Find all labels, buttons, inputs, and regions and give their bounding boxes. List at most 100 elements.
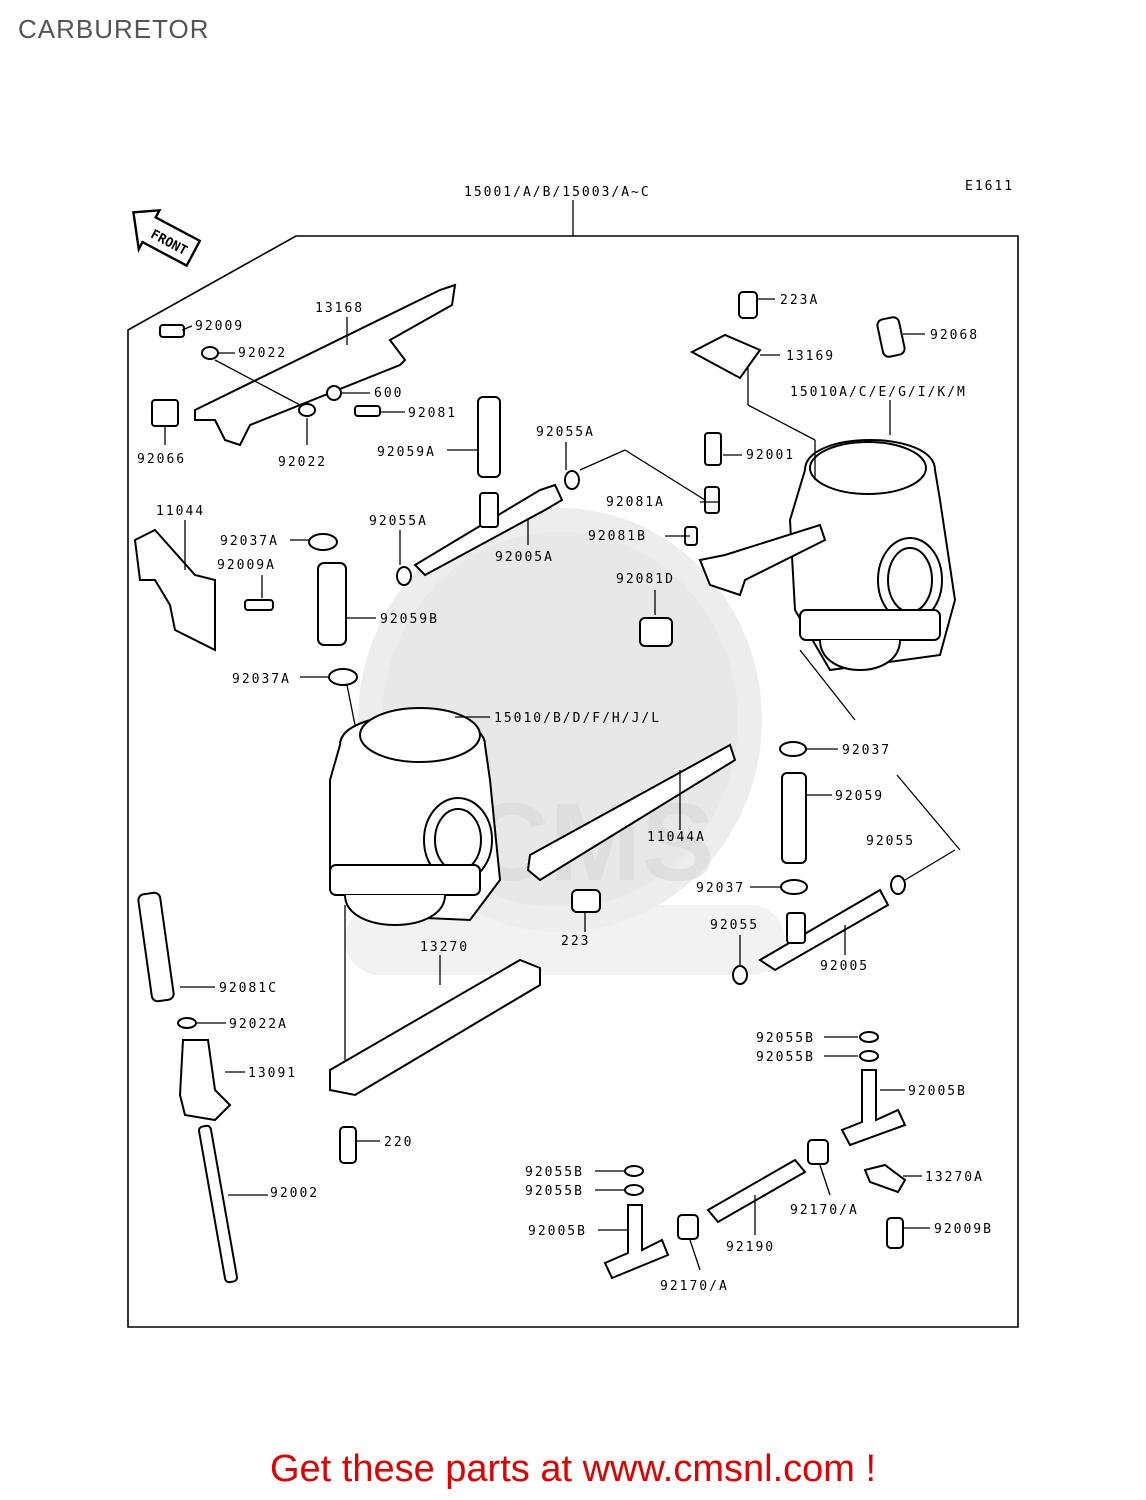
part-labels: 15001/A/B/15003/A~C 223A 92068 13169 150…	[137, 185, 993, 1294]
label-92005: 92005	[820, 959, 869, 974]
lever-shaft	[698, 523, 827, 597]
front-arrow: FRONT	[132, 208, 202, 268]
label-92037A-a: 92037A	[220, 534, 279, 549]
clamp-92170A-b	[677, 1214, 699, 1240]
washer-92022A	[177, 1017, 197, 1029]
label-92170A-b: 92170/A	[660, 1279, 729, 1294]
link-11044A	[526, 743, 737, 882]
washer-92022-a	[201, 346, 219, 360]
diagram-frame	[127, 235, 1019, 1328]
label-92055B-c: 92055B	[525, 1165, 584, 1180]
footer-link[interactable]: Get these parts at www.cmsnl.com !	[269, 1448, 877, 1490]
label-92009: 92009	[195, 319, 244, 334]
oring-92055B-a	[859, 1031, 879, 1043]
label-92059: 92059	[835, 789, 884, 804]
tube-92059B	[317, 562, 347, 646]
label-92022-b: 92022	[278, 455, 327, 470]
label-13168: 13168	[315, 301, 364, 316]
diagram-code: E1611	[965, 179, 1014, 194]
spring-92081A	[704, 486, 720, 514]
label-600: 600	[374, 386, 403, 401]
label-223: 223	[561, 934, 590, 949]
clip-92037-a	[779, 741, 807, 757]
label-13270: 13270	[420, 940, 469, 955]
label-92081C: 92081C	[219, 981, 278, 996]
label-92022-a: 92022	[238, 346, 287, 361]
clip-92066	[151, 399, 179, 427]
cam-13169	[689, 333, 762, 380]
label-92037-a: 92037	[842, 743, 891, 758]
bolt-92009	[159, 324, 185, 338]
cap-92068	[876, 316, 906, 358]
label-13091: 13091	[248, 1066, 297, 1081]
label-15010B: 15010/B/D/F/H/J/L	[494, 711, 661, 726]
plate-13270	[329, 958, 541, 1097]
clamp-92170A-a	[807, 1139, 829, 1165]
label-92002: 92002	[270, 1186, 319, 1201]
tube-92059	[781, 772, 807, 864]
rod-92002	[198, 1124, 238, 1284]
label-11044: 11044	[156, 504, 205, 519]
fitting-92005A	[413, 483, 564, 577]
screw-220	[339, 1126, 357, 1164]
tube-92059A	[477, 396, 501, 478]
plate-13270A	[863, 1163, 907, 1194]
clip-92037-b	[780, 879, 808, 895]
label-92001: 92001	[746, 448, 795, 463]
screw-92001	[704, 432, 722, 466]
fitting-92005	[758, 888, 890, 972]
label-92005B-b: 92005B	[528, 1224, 587, 1239]
oring-92055A-b	[396, 566, 412, 586]
screw-13091	[178, 1039, 232, 1122]
clip-92037A-a	[308, 533, 338, 551]
label-223A: 223A	[780, 293, 819, 308]
label-92055A-b: 92055A	[369, 514, 428, 529]
spring-92081D	[639, 617, 673, 647]
bracket-13168	[194, 283, 457, 447]
label-11044A: 11044A	[647, 830, 706, 845]
label-92055B-b: 92055B	[756, 1050, 815, 1065]
fitting-92005B-a	[840, 1069, 907, 1147]
label-92009A: 92009A	[217, 558, 276, 573]
screw-92009B	[886, 1217, 904, 1249]
label-92055-a: 92055	[866, 834, 915, 849]
label-92066: 92066	[137, 452, 186, 467]
label-13169: 13169	[786, 349, 835, 364]
carburetor-right	[788, 439, 957, 672]
label-92009B: 92009B	[934, 1222, 993, 1237]
oring-92055B-b	[859, 1050, 879, 1062]
label-92059A: 92059A	[377, 445, 436, 460]
spring-92081	[354, 405, 381, 417]
washer-92022-b	[298, 403, 316, 417]
fitting-92005B-b	[603, 1204, 670, 1280]
label-92005B-a: 92005B	[908, 1084, 967, 1099]
label-92081: 92081	[408, 406, 457, 421]
label-92022A: 92022A	[229, 1017, 288, 1032]
carburetor-left	[329, 707, 502, 926]
clip-92037A-b	[328, 668, 358, 686]
link-11044	[133, 528, 216, 652]
label-92170A-a: 92170/A	[790, 1203, 859, 1218]
label-15001: 15001/A/B/15003/A~C	[464, 185, 651, 200]
oring-92055B-d	[624, 1184, 644, 1196]
label-15010A: 15010A/C/E/G/I/K/M	[790, 385, 967, 400]
label-92037A-b: 92037A	[232, 672, 291, 687]
leader-lines	[164, 298, 961, 1271]
label-92081A: 92081A	[606, 495, 665, 510]
screw-92009A	[244, 599, 274, 611]
label-92055-b: 92055	[710, 918, 759, 933]
label-13270A: 13270A	[925, 1170, 984, 1185]
screw-223	[571, 889, 601, 913]
ball-600	[326, 385, 342, 401]
oring-92055-b	[732, 965, 748, 985]
label-92005A: 92005A	[495, 550, 554, 565]
screw-223A	[738, 291, 758, 319]
label-92190: 92190	[726, 1240, 775, 1255]
label-92059B: 92059B	[380, 612, 439, 627]
label-92055B-d: 92055B	[525, 1184, 584, 1199]
spring-92081C	[137, 891, 175, 1003]
label-92081D: 92081D	[616, 572, 675, 587]
oring-92055B-c	[624, 1165, 644, 1177]
oring-92055A-a	[564, 470, 580, 490]
